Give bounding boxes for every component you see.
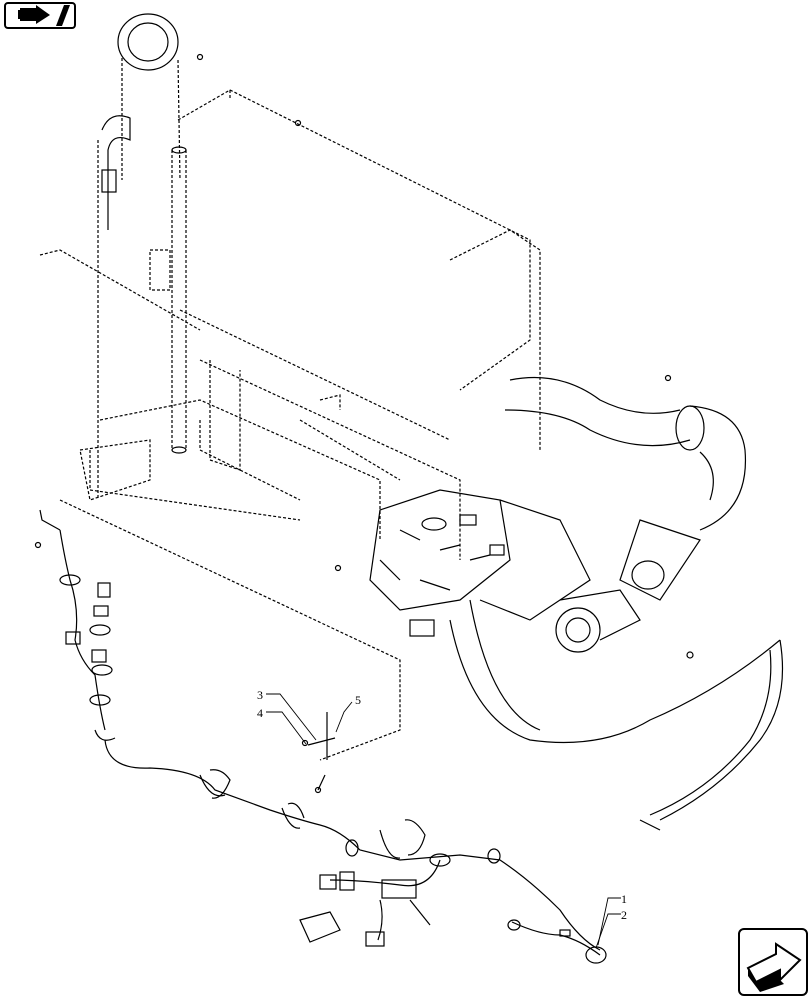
callout-1: 1 [621,892,627,906]
return-arrow-icon [18,5,70,26]
lower-connector-cluster [299,859,441,947]
forward-page-icon [746,942,802,992]
right-plug-end [507,919,607,964]
frame-rails [59,360,401,761]
hose-routing [449,599,784,831]
main-harness-run [104,739,601,951]
back-to-index-button[interactable] [4,2,76,29]
fasteners [34,53,694,794]
intake-pipe [504,376,747,601]
callout-5: 5 [355,693,361,707]
callout-2: 2 [621,908,627,922]
left-harness-branch [39,509,116,741]
electrical-module [369,489,511,637]
callout-3: 3 [257,688,263,702]
exhaust-stack [97,13,181,500]
next-page-button[interactable] [738,928,808,996]
center-bracket [307,712,336,791]
support-tubes [149,146,187,454]
engine-housing [39,89,541,560]
turbo-assembly [479,499,641,653]
callout-leaders [266,693,621,949]
callout-4: 4 [257,706,263,720]
